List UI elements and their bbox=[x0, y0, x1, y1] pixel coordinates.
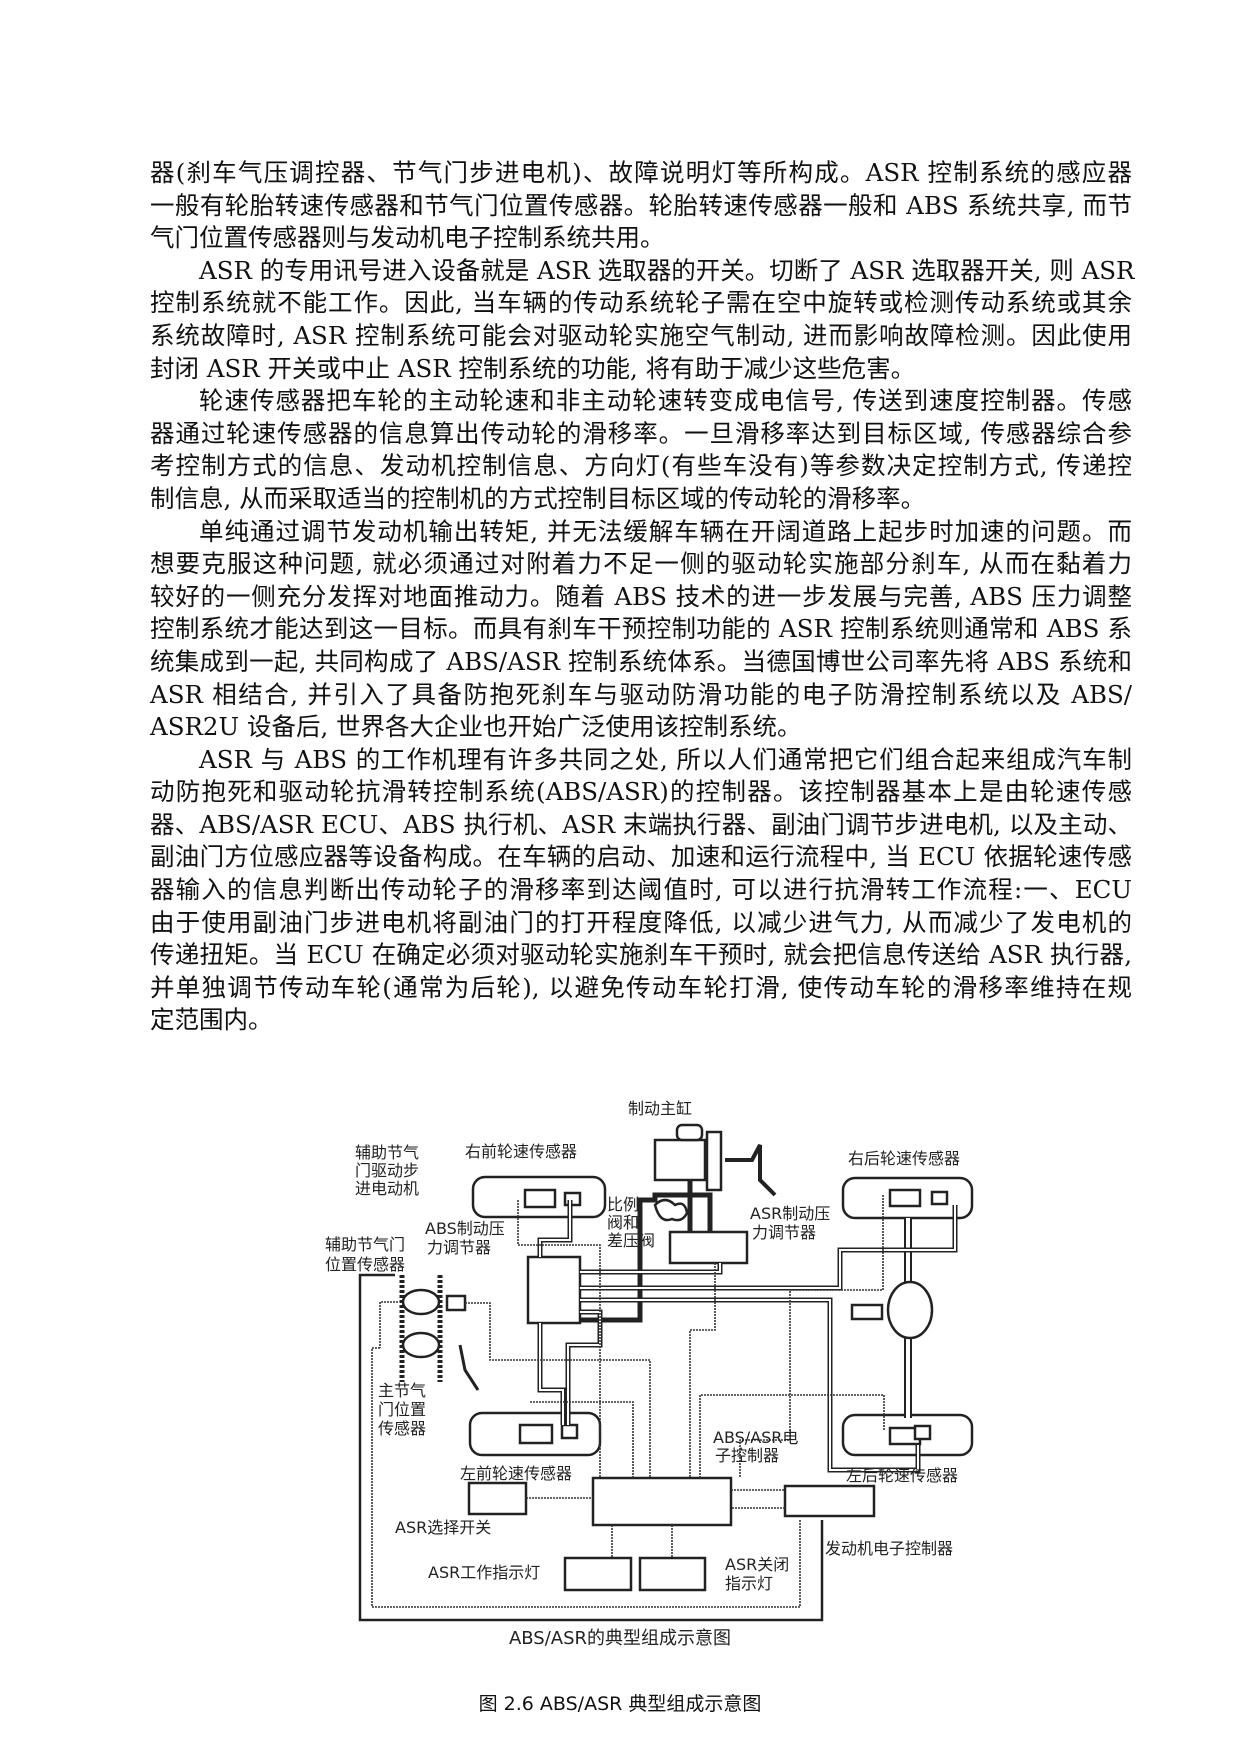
label-master-cylinder: 制动主缸 bbox=[628, 1099, 692, 1118]
aux-throttle bbox=[401, 1288, 441, 1316]
text-line: 传递扭矩。当 ECU 在确定必须对驱动轮实施刹车干预时, 就会把信息传送给 AS… bbox=[150, 940, 1132, 970]
inner-signal-frame bbox=[371, 1347, 801, 1608]
text-line: 系统故障时, ASR 控制系统可能会对驱动轮实施空气制动, 进而影响故障检测。因… bbox=[150, 320, 1132, 350]
body-text: 器(刹车气压调控器、节气门步进电机)、故障说明灯等所构成。ASR 控制系统的感应… bbox=[150, 157, 1135, 1037]
text-line: ASR 与 ABS 的工作机理有许多共同之处, 所以人们通常把它们组合起来组成汽… bbox=[199, 744, 1132, 774]
label-asr-off-lamp-2: 指示灯 bbox=[725, 1574, 773, 1593]
label-fl-wheel-sensor: 左前轮速传感器 bbox=[460, 1464, 572, 1483]
label-aux-throttle-motor-3: 进电动机 bbox=[355, 1179, 419, 1198]
text-line: 单纯通过调节发动机输出转矩, 并无法缓解车辆在开阔道路上起步时加速的问题。而 bbox=[199, 516, 1132, 546]
outer-signal-frame bbox=[358, 1273, 824, 1622]
text-line: 考控制方式的信息、发动机控制信息、方向灯(有些车没有)等参数决定控制方式, 传递… bbox=[150, 451, 1132, 481]
label-aux-throttle-pos: 辅助节气门 bbox=[325, 1235, 405, 1254]
label-proportioning-valve-3: 差压阀 bbox=[607, 1231, 655, 1250]
label-abs-modulator: ABS制动压 bbox=[425, 1219, 505, 1238]
label-asr-switch: ASR选择开关 bbox=[395, 1518, 491, 1537]
signal-lines bbox=[379, 1195, 885, 1558]
text-line: 统集成到一起, 共同构成了 ABS/ASR 控制系统体系。当德国博世公司率先将 … bbox=[150, 646, 1132, 676]
master-cylinder bbox=[653, 1138, 707, 1182]
text-line: 轮速传感器把车轮的主动轮速和非主动轮速转变成电信号, 传送到速度控制器。传感 bbox=[199, 386, 1132, 416]
label-ecu-2: 子控制器 bbox=[715, 1446, 779, 1465]
main-throttle bbox=[401, 1331, 441, 1359]
abs-modulator-box bbox=[526, 1255, 582, 1325]
text-line: 器输入的信息判断出传动轮子的滑移率到达阈值时, 可以进行抗滑转工作流程:一、EC… bbox=[150, 875, 1132, 905]
label-proportioning-valve-2: 阀和 bbox=[607, 1213, 639, 1232]
text-line: 动防抱死和驱动轮抗滑转控制系统(ABS/ASR)的控制器。该控制器基本上是由轮速… bbox=[150, 777, 1132, 807]
text-line: 器(刹车气压调控器、节气门步进电机)、故障说明灯等所构成。ASR 控制系统的感应… bbox=[150, 158, 1132, 187]
text-line: 器、ABS/ASR ECU、ABS 执行机、ASR 末端执行器、副油门调节步进电… bbox=[150, 809, 1132, 839]
brake-pedal bbox=[725, 1144, 777, 1197]
text-line: 并单独调节传动车轮(通常为后轮), 以避免传动车轮打滑, 使传动车轮的滑移率维持… bbox=[150, 972, 1132, 1002]
asr-switch-box bbox=[467, 1481, 528, 1516]
label-fr-wheel-sensor: 右前轮速传感器 bbox=[465, 1142, 577, 1161]
asr-off-lamp-box bbox=[638, 1556, 707, 1592]
label-asr-off-lamp: ASR关闭 bbox=[725, 1555, 789, 1574]
text-line: 副油门方位感应器等设备构成。在车辆的启动、加速和运行流程中, 当 ECU 依据轮… bbox=[150, 842, 1132, 872]
label-aux-throttle-motor-2: 门驱动步 bbox=[355, 1161, 419, 1180]
label-main-throttle-pos-3: 传感器 bbox=[378, 1419, 426, 1438]
label-proportioning-valve: 比例 bbox=[607, 1195, 639, 1214]
diagram-inner-title: ABS/ASR的典型组成示意图 bbox=[509, 1628, 731, 1649]
diagram-labels: 辅助节气 门驱动步 进电动机 右前轮速传感器 ABS制动压 力调节器 辅助节气门… bbox=[325, 1099, 960, 1649]
label-main-throttle-pos-2: 门位置 bbox=[378, 1400, 426, 1419]
label-asr-work-lamp: ASR工作指示灯 bbox=[428, 1563, 540, 1582]
engine-ecu-box bbox=[783, 1484, 876, 1518]
ecu-box bbox=[591, 1476, 733, 1527]
text-line: ASR 的专用讯号进入设备就是 ASR 选取器的开关。切断了 ASR 选取器开关… bbox=[199, 255, 1135, 285]
text-line: 一般有轮胎转速传感器和节气门位置传感器。轮胎转速传感器一般和 ABS 系统共享,… bbox=[150, 190, 1132, 220]
text-line: 控制系统就不能工作。因此, 当车辆的传动系统轮子需在空中旋转或检测传动系统或其余 bbox=[150, 288, 1132, 318]
text-line: 较好的一侧充分发挥对地面推动力。随着 ABS 技术的进一步发展与完善, ABS … bbox=[150, 581, 1132, 611]
differential bbox=[886, 1280, 934, 1340]
asr-work-lamp-box bbox=[563, 1556, 633, 1592]
text-line: 想要克服这种问题, 就必须通过对附着力不足一侧的驱动轮实施部分刹车, 从而在黏着… bbox=[150, 549, 1132, 579]
text-line: 气门位置传感器则与发动机电子控制系统共用。 bbox=[150, 223, 665, 253]
text-line: ASR2U 设备后, 世界各大企业也开始广泛使用该控制系统。 bbox=[150, 712, 802, 742]
label-main-throttle-pos: 主节气 bbox=[378, 1381, 426, 1400]
text-line: ASR 相结合, 并引入了具备防抱死刹车与驱动防滑功能的电子防滑控制系统以及 A… bbox=[150, 679, 1132, 709]
text-line: 定范围内。 bbox=[150, 1005, 273, 1035]
label-engine-ecu: 发动机电子控制器 bbox=[825, 1539, 953, 1558]
asr-modulator-box bbox=[668, 1230, 749, 1265]
label-asr-modulator: ASR制动压 bbox=[750, 1204, 830, 1223]
text-line: 封闭 ASR 开关或中止 ASR 控制系统的功能, 将有助于减少这些危害。 bbox=[150, 353, 916, 383]
figure-caption: 图 2.6 ABS/ASR 典型组成示意图 bbox=[478, 1693, 762, 1715]
proportioning-valve bbox=[653, 1198, 689, 1222]
text-line: 制信息, 从而采取适当的控制机的方式控制目标区域的传动轮的滑移率。 bbox=[150, 483, 926, 513]
svg-text:辅助节气: 辅助节气 bbox=[355, 1143, 419, 1162]
brake-booster bbox=[705, 1130, 723, 1192]
label-rr-wheel-sensor: 右后轮速传感器 bbox=[848, 1149, 960, 1168]
label-rl-wheel-sensor: 左后轮速传感器 bbox=[846, 1466, 958, 1485]
stepper-motor bbox=[445, 1294, 467, 1312]
label-ecu: ABS/ASR电 bbox=[713, 1428, 798, 1447]
text-line: 控制系统才能达到这一目标。而具有刹车干预控制功能的 ASR 控制系统则通常和 A… bbox=[150, 614, 1132, 644]
label-aux-throttle-pos-2: 位置传感器 bbox=[325, 1255, 405, 1274]
text-line: 器通过轮速传感器的信息算出传动轮的滑移率。一旦滑移率达到目标区域, 传感器综合参 bbox=[150, 418, 1132, 448]
text-line: 由于使用副油门步进电机将副油门的打开程度降低, 以减少进气力, 从而减少了发电机… bbox=[150, 907, 1132, 937]
label-abs-modulator-2: 力调节器 bbox=[427, 1238, 491, 1257]
label-aux-throttle-motor: 辅助节气 bbox=[355, 1143, 419, 1162]
hydraulic-pipes bbox=[537, 1180, 958, 1473]
label-asr-modulator-2: 力调节器 bbox=[752, 1223, 816, 1242]
